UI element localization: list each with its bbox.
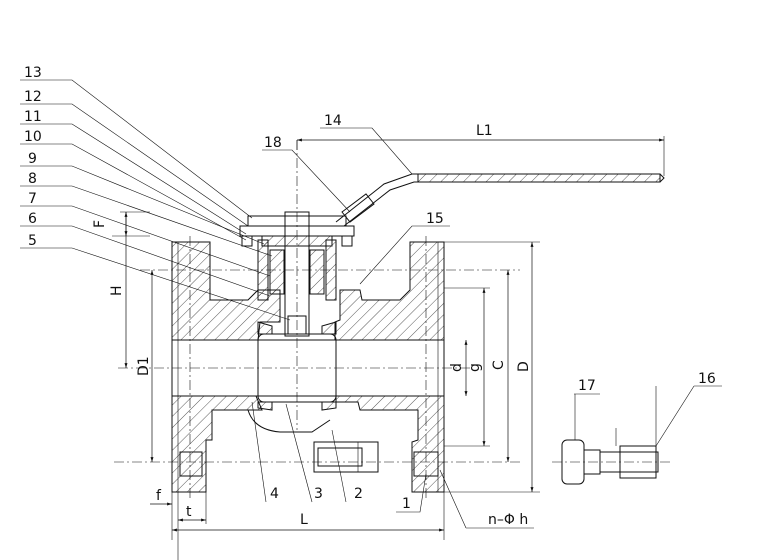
- dimension-labels: L1 L D C g d D1 H F f t n–Φ h: [92, 123, 532, 528]
- part-label-16: 16: [698, 371, 716, 387]
- dim-label-F: F: [92, 220, 108, 228]
- dim-label-n-phi-h: n–Φ h: [488, 512, 528, 528]
- part-label-13: 13: [24, 65, 42, 81]
- dim-label-D1: D1: [136, 356, 152, 376]
- dimension-lines: [112, 136, 665, 560]
- bolt-detail: [552, 386, 672, 485]
- flange-bolt-holes: [179, 451, 439, 477]
- part-label-4: 4: [270, 486, 279, 502]
- part-label-5: 5: [28, 233, 37, 249]
- part-label-9: 9: [28, 151, 37, 167]
- part-label-2: 2: [354, 486, 363, 502]
- part-label-17: 17: [578, 378, 596, 394]
- part-label-15: 15: [426, 211, 444, 227]
- center-lines: [114, 140, 520, 500]
- part-label-3: 3: [314, 486, 323, 502]
- bolt-nut: [313, 441, 379, 473]
- part-label-1: 1: [402, 496, 411, 512]
- part-label-7: 7: [28, 191, 37, 207]
- part-label-10: 10: [24, 129, 42, 145]
- dim-label-C: C: [491, 360, 507, 370]
- dim-label-t: t: [186, 504, 192, 520]
- dim-label-f: f: [156, 488, 162, 504]
- part-labels: 13 12 11 10 9 8 7 6 5 14 18 15 4 3 2 1 1…: [24, 65, 716, 512]
- dim-label-L: L: [300, 512, 308, 528]
- ball: [257, 321, 337, 411]
- part-label-12: 12: [24, 89, 42, 105]
- part-label-6: 6: [28, 211, 37, 227]
- dim-label-L1: L1: [476, 123, 493, 139]
- part-label-18: 18: [264, 135, 282, 151]
- leader-lines: [20, 79, 722, 529]
- dim-label-H: H: [109, 285, 125, 296]
- stem-assembly: [239, 211, 355, 337]
- dim-label-d: d: [449, 363, 465, 372]
- dim-label-D: D: [516, 361, 532, 372]
- part-label-8: 8: [28, 171, 37, 187]
- part-label-11: 11: [24, 109, 42, 125]
- valve-body: [171, 239, 445, 493]
- part-label-14: 14: [324, 113, 342, 129]
- handle: [335, 173, 665, 227]
- dim-label-g: g: [467, 363, 483, 372]
